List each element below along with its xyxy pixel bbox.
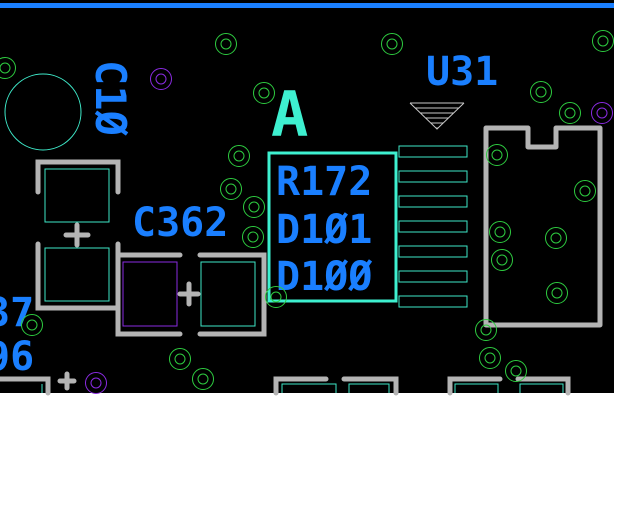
via — [559, 102, 581, 124]
via — [491, 249, 513, 271]
via — [545, 227, 567, 249]
via — [243, 196, 265, 218]
dip-package-outline[interactable] — [483, 125, 603, 328]
selected-component-box[interactable] — [267, 151, 398, 303]
pin-pad[interactable] — [398, 220, 468, 233]
via — [265, 286, 287, 308]
via — [21, 314, 43, 336]
via — [215, 33, 237, 55]
via — [479, 347, 501, 369]
vias — [0, 30, 614, 394]
board-edge-line — [0, 3, 614, 8]
via — [574, 180, 596, 202]
label-d101: D1Ø1 — [276, 207, 372, 253]
pin-pad[interactable] — [398, 295, 468, 308]
c362-footprint[interactable] — [115, 252, 267, 337]
via — [381, 33, 403, 55]
pin-pad[interactable] — [398, 270, 468, 283]
via — [220, 178, 242, 200]
via — [242, 226, 264, 248]
label-a: A — [271, 78, 308, 151]
via — [592, 30, 614, 52]
u31-pin-pads[interactable] — [398, 145, 468, 308]
via — [475, 319, 497, 341]
label-d100: D1ØØ — [276, 254, 372, 300]
label-u31: U31 — [426, 49, 498, 95]
label-c362: C362 — [132, 200, 228, 246]
label-partial-96: 96 — [0, 334, 34, 380]
via — [505, 360, 527, 382]
pin1-marker-outline — [409, 102, 465, 130]
pin-pad[interactable] — [398, 195, 468, 208]
pin-pad[interactable] — [398, 245, 468, 258]
label-c10: C1Ø — [86, 60, 135, 137]
via — [150, 68, 172, 90]
via — [486, 144, 508, 166]
pin-pad[interactable] — [398, 145, 468, 158]
via — [228, 145, 250, 167]
bottom-footprints[interactable] — [0, 371, 571, 396]
via — [253, 82, 275, 104]
pin-pad[interactable] — [398, 170, 468, 183]
via — [85, 372, 107, 394]
c10-footprint-outline[interactable] — [4, 73, 82, 151]
via — [169, 348, 191, 370]
via — [0, 57, 16, 79]
via — [591, 102, 613, 124]
pin1-marker-icon — [409, 102, 465, 130]
via — [546, 282, 568, 304]
via — [489, 221, 511, 243]
bottom-pads — [41, 383, 564, 393]
via — [192, 368, 214, 390]
label-r172: R172 — [276, 159, 372, 205]
via — [530, 81, 552, 103]
